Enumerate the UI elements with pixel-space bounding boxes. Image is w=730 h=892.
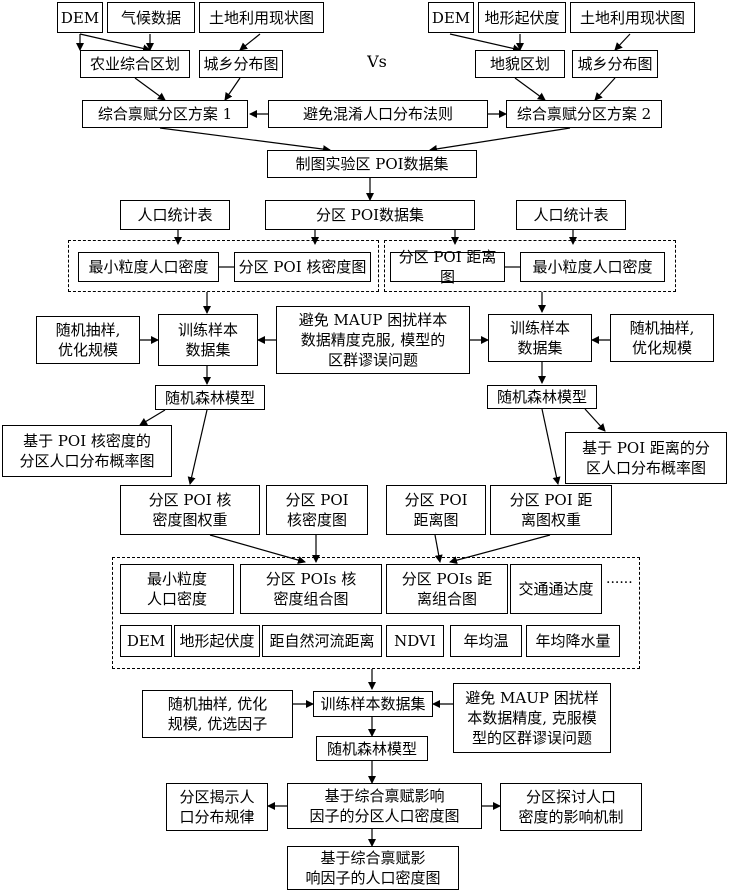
- poi-dataset-box: 制图实验区 POI数据集: [267, 150, 477, 178]
- relief-factor-box: 地形起伏度: [174, 625, 260, 657]
- annual-precip-box: 年均降水量: [526, 625, 620, 657]
- dist-map-box: 分区 POI 距离图: [386, 485, 486, 535]
- avoid-mixing-box: 避免混淆人口分布法则: [268, 100, 488, 128]
- min-density-factor-box: 最小粒度 人口密度: [120, 564, 234, 614]
- random-sampling-bottom-box: 随机抽样, 优化 规模, 优选因子: [142, 690, 293, 738]
- final-density-box: 基于综合禀赋影 响因子的人口密度图: [287, 846, 459, 890]
- rf-left-box: 随机森林模型: [155, 385, 265, 410]
- mechanism-box: 分区探讨人口 密度的影响机制: [500, 783, 642, 831]
- annual-temp-box: 年均温: [450, 625, 522, 657]
- kde-combo-box: 分区 POIs 核 密度组合图: [240, 564, 382, 614]
- landform-zone-box: 地貌区划: [475, 50, 565, 78]
- kde-weight-box: 分区 POI 核 密度图权重: [120, 485, 260, 535]
- kde-map-box: 分区 POI 核密度图: [266, 485, 368, 535]
- poi-dist-box: 分区 POI 距离图: [390, 248, 505, 286]
- train-left-box: 训练样本 数据集: [158, 314, 258, 366]
- random-sampling-right-box: 随机抽样, 优化规模: [610, 314, 714, 362]
- prob-dist-box: 基于 POI 距离的分 区人口分布概率图: [565, 432, 727, 484]
- min-density-left-box: 最小粒度人口密度: [78, 252, 219, 282]
- prob-kde-box: 基于 POI 核密度的 分区人口分布概率图: [2, 425, 172, 477]
- maup-middle-box: 避免 MAUP 困扰样本 数据精度克服, 模型的 区群谬误问题: [276, 306, 470, 374]
- right-urban-rural-box: 城乡分布图: [572, 50, 658, 78]
- train-right-box: 训练样本 数据集: [488, 314, 592, 362]
- vs-label: Vs: [367, 52, 387, 71]
- zone-poi-dataset-box: 分区 POI数据集: [265, 200, 475, 230]
- rf-bottom-box: 随机森林模型: [316, 736, 428, 761]
- plan-1-box: 综合禀赋分区方案 1: [82, 100, 248, 128]
- reveal-pattern-box: 分区揭示人 口分布规律: [166, 783, 268, 831]
- rf-right-box: 随机森林模型: [487, 385, 597, 409]
- train-bottom-box: 训练样本数据集: [313, 691, 433, 717]
- dem-factor-box: DEM: [120, 625, 172, 657]
- left-urban-rural-box: 城乡分布图: [199, 50, 283, 78]
- pop-stats-left-box: 人口统计表: [120, 200, 230, 230]
- zone-density-box: 基于综合禀赋影响 因子的分区人口密度图: [287, 783, 482, 829]
- poi-kde-box: 分区 POI 核密度图: [234, 252, 371, 282]
- ellipsis-label: ······: [606, 575, 633, 591]
- dist-combo-box: 分区 POIs 距 离组合图: [386, 564, 508, 614]
- right-dem-box: DEM: [428, 2, 474, 33]
- left-climate-box: 气候数据: [107, 2, 195, 33]
- right-relief-box: 地形起伏度: [478, 2, 566, 33]
- right-landuse-box: 土地利用现状图: [570, 2, 695, 33]
- dist-weight-box: 分区 POI 距 离图权重: [490, 485, 612, 535]
- dist-group: [384, 240, 676, 292]
- left-landuse-box: 土地利用现状图: [199, 2, 324, 33]
- left-dem-box: DEM: [57, 2, 103, 33]
- maup-bottom-box: 避免 MAUP 困扰样 本数据精度, 克服模 型的区群谬误问题: [453, 683, 611, 753]
- traffic-box: 交通通达度: [510, 564, 602, 614]
- river-distance-box: 距自然河流距离: [262, 625, 382, 657]
- kde-group: [68, 240, 379, 292]
- factors-group: [112, 557, 640, 669]
- agri-zone-box: 农业综合区划: [80, 50, 190, 78]
- ndvi-box: NDVI: [386, 625, 444, 657]
- random-sampling-left-box: 随机抽样, 优化规模: [36, 316, 140, 364]
- plan-2-box: 综合禀赋分区方案 2: [506, 100, 662, 128]
- min-density-right-box: 最小粒度人口密度: [520, 252, 665, 282]
- pop-stats-right-box: 人口统计表: [516, 200, 626, 230]
